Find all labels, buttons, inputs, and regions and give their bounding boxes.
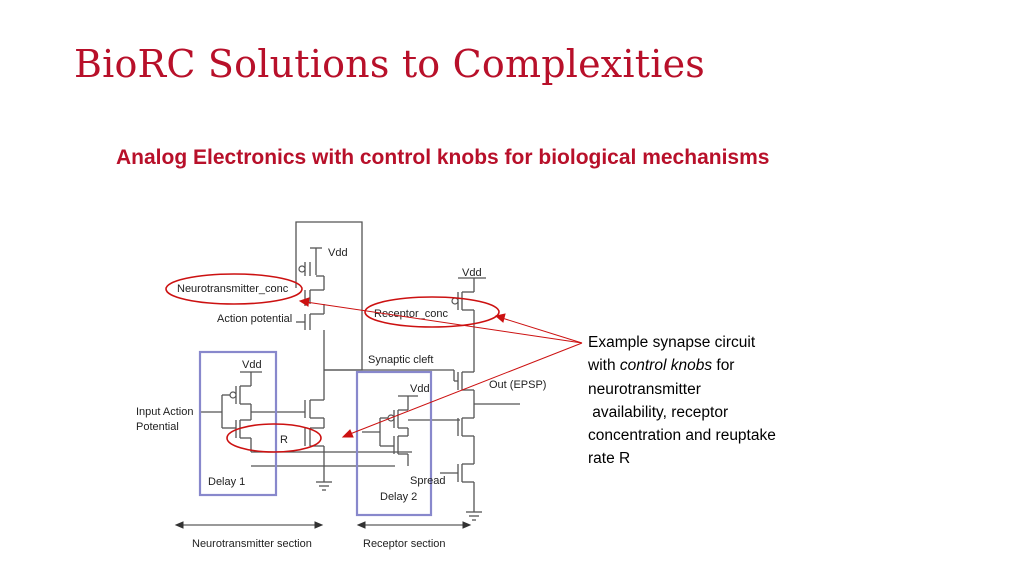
- label-vdd-right: Vdd: [462, 267, 482, 279]
- label-receptor-conc: Receptor_conc: [374, 308, 448, 320]
- label-receptor-section: Receptor section: [363, 538, 446, 550]
- label-out-epsp: Out (EPSP): [489, 379, 546, 391]
- label-vdd-delay1: Vdd: [242, 359, 262, 371]
- delay2-box: [355, 370, 433, 517]
- highlight-r: [226, 423, 322, 453]
- label-synaptic-cleft: Synaptic cleft: [368, 354, 433, 366]
- note-line-2-post: for: [712, 357, 735, 375]
- pointer-lines: [298, 297, 583, 438]
- highlight-neurotransmitter-conc: [165, 273, 303, 305]
- label-neurotransmitter-conc: Neurotransmitter_conc: [177, 283, 289, 295]
- label-spread: Spread: [410, 475, 445, 487]
- slide-subtitle: Analog Electronics with control knobs fo…: [116, 146, 770, 169]
- note-line-1: Example synapse circuit: [588, 334, 756, 351]
- highlight-receptor-conc: [364, 296, 500, 328]
- label-action-potential: Action potential: [217, 313, 292, 325]
- annotation-note: Example synapse circuit with control kno…: [588, 331, 828, 471]
- note-line-3: neurotransmitter: [588, 380, 701, 398]
- label-input-action-1: Input Action: [136, 406, 194, 418]
- label-delay1: Delay 1: [208, 476, 245, 488]
- note-line-2-pre: with: [588, 357, 620, 375]
- label-vdd-delay2: Vdd: [410, 383, 430, 395]
- label-input-action-2: Potential: [136, 421, 179, 433]
- label-vdd-top: Vdd: [328, 247, 348, 259]
- label-neurotransmitter-section: Neurotransmitter section: [192, 538, 312, 550]
- section-arrows: [174, 521, 472, 529]
- label-delay2: Delay 2: [380, 491, 417, 503]
- note-control-knobs: control knobs: [619, 357, 713, 375]
- highlight-ellipses: [165, 273, 500, 453]
- pmos-bubbles: [229, 265, 459, 422]
- label-r: R: [280, 434, 288, 446]
- slide-title: BioRC Solutions to Complexities: [74, 42, 705, 86]
- note-line-4: availability, receptor: [588, 403, 729, 421]
- note-line-2: with control knobs for: [588, 354, 828, 377]
- circuit-wires: [200, 221, 520, 521]
- note-line-6: rate R: [588, 450, 631, 468]
- note-line-5: concentration and reuptake: [588, 427, 776, 445]
